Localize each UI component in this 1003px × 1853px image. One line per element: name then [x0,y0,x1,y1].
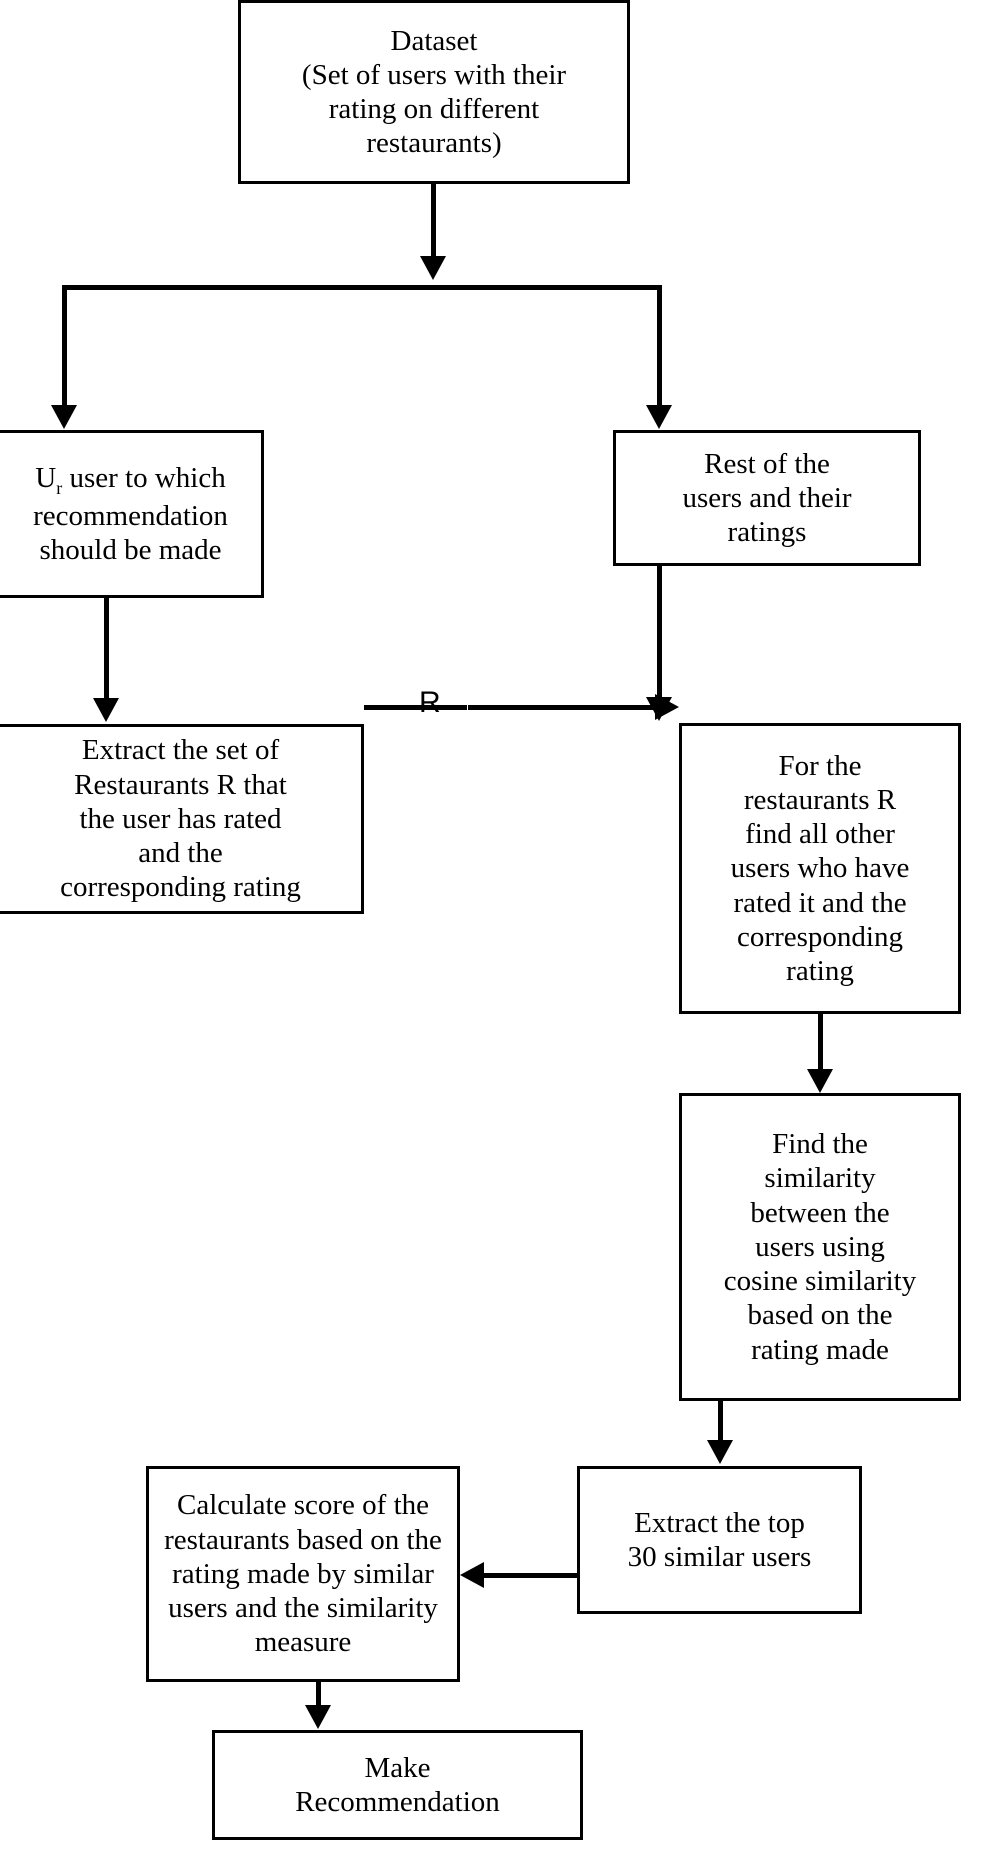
node-target-user-text: user to which recommendation should be m… [33,461,228,566]
node-find-other-users-label: For the restaurants R find all other use… [730,749,910,988]
edge-similarity-to-top30-line [718,1401,723,1443]
edge-split-to-rest-line [657,285,662,407]
edge-rest-to-find-line [657,566,662,698]
node-top-similar-users: Extract the top 30 similar users [577,1466,862,1614]
node-target-user-subscript: r [56,477,63,498]
node-extract-restaurants: Extract the set of Restaurants R that th… [0,724,364,914]
node-find-similarity-label: Find the similarity between the users us… [723,1128,917,1366]
node-find-similarity: Find the similarity between the users us… [679,1093,961,1401]
edge-extract-to-find-arrowhead [655,694,679,720]
node-target-user-symbol: U [35,461,57,494]
node-make-recommendation-label: Make Recommendation [295,1751,500,1818]
edge-dataset-to-split-arrowhead [420,256,446,280]
node-calculate-score: Calculate score of the restaurants based… [146,1466,460,1682]
edge-calc-to-make-rec-arrowhead [305,1705,331,1729]
edge-split-to-target-line [62,285,67,407]
node-rest-of-users: Rest of the users and their ratings [613,430,921,566]
edge-label-restaurant-set: R [419,686,441,719]
node-dataset: Dataset (Set of users with their rating … [238,0,630,184]
node-find-other-users: For the restaurants R find all other use… [679,723,961,1014]
edge-similarity-to-top30-arrowhead [707,1440,733,1464]
node-make-recommendation: Make Recommendation [212,1730,583,1840]
node-top-similar-users-label: Extract the top 30 similar users [627,1506,812,1573]
edge-find-to-similarity-line [818,1014,823,1072]
edge-top30-to-calc-line [484,1573,579,1578]
edge-extract-to-find-line-left [364,705,467,710]
edge-target-to-extract-line [104,598,109,700]
node-rest-of-users-label: Rest of the users and their ratings [682,447,852,549]
node-target-user-label: Ur user to which recommendation should b… [0,461,261,567]
edge-dataset-to-split-line [431,184,436,259]
edge-extract-to-find-line-right [468,705,657,710]
edge-split-to-rest-arrowhead [646,405,672,429]
edge-calc-to-make-rec-line [316,1682,321,1707]
node-target-user: Ur user to which recommendation should b… [0,430,264,598]
edge-top30-to-calc-arrowhead [460,1562,484,1588]
edge-split-to-target-arrowhead [51,405,77,429]
split-bar [62,285,662,290]
node-dataset-label: Dataset (Set of users with their rating … [301,24,567,160]
edge-find-to-similarity-arrowhead [807,1069,833,1093]
node-calculate-score-label: Calculate score of the restaurants based… [164,1489,442,1659]
edge-target-to-extract-arrowhead [93,698,119,722]
node-extract-restaurants-label: Extract the set of Restaurants R that th… [60,734,301,904]
